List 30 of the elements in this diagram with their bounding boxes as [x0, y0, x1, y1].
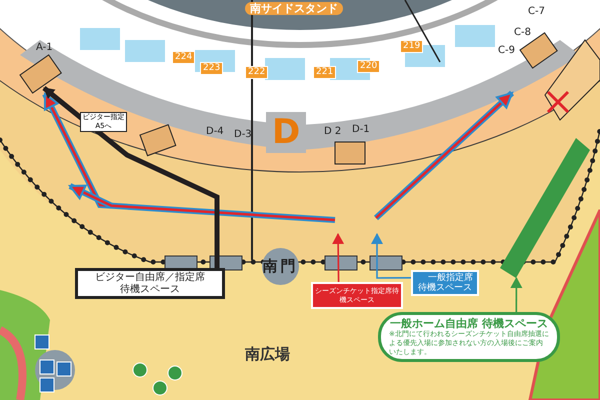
seat-block-number: 224: [172, 51, 196, 64]
gate-circle: [262, 248, 299, 285]
box-text: ビジター自由席／指定席待機スペース: [94, 272, 206, 295]
seat-block-number: 220: [357, 60, 380, 73]
gate-label: D-1: [352, 124, 370, 136]
gate-label: C-7: [528, 6, 545, 18]
waiting-area-bar: [498, 138, 590, 278]
seat-block-number: 219: [400, 40, 424, 53]
waiting-area-box: [411, 270, 479, 296]
arrow: [371, 233, 411, 279]
gate-label: D 2: [324, 126, 342, 138]
box-text: 一般指定席待機スペース: [416, 272, 474, 294]
seat-block-number: 223: [200, 62, 224, 75]
arrow: [42, 86, 220, 268]
seat-block-number: 222: [245, 66, 268, 79]
arrow: [510, 277, 522, 312]
waiting-area-box: [75, 268, 225, 299]
gate-label: A-1: [36, 42, 53, 54]
arrow: [332, 233, 344, 282]
gate-label: C-8: [514, 27, 531, 39]
seat-block-number: 221: [313, 66, 336, 79]
box-text: 南門: [262, 258, 298, 276]
gate-letter: D: [266, 112, 306, 153]
area-name: 南広場: [245, 345, 290, 363]
gate-label: D-3: [234, 129, 252, 141]
gate-label: D-4: [206, 126, 224, 138]
box-text: 一般ホーム自由席 待機スペース: [390, 318, 548, 330]
gate-label: C-9: [498, 45, 515, 57]
waiting-area-box: [311, 282, 403, 309]
stand-name-label: 南サイドスタンド: [245, 2, 343, 16]
